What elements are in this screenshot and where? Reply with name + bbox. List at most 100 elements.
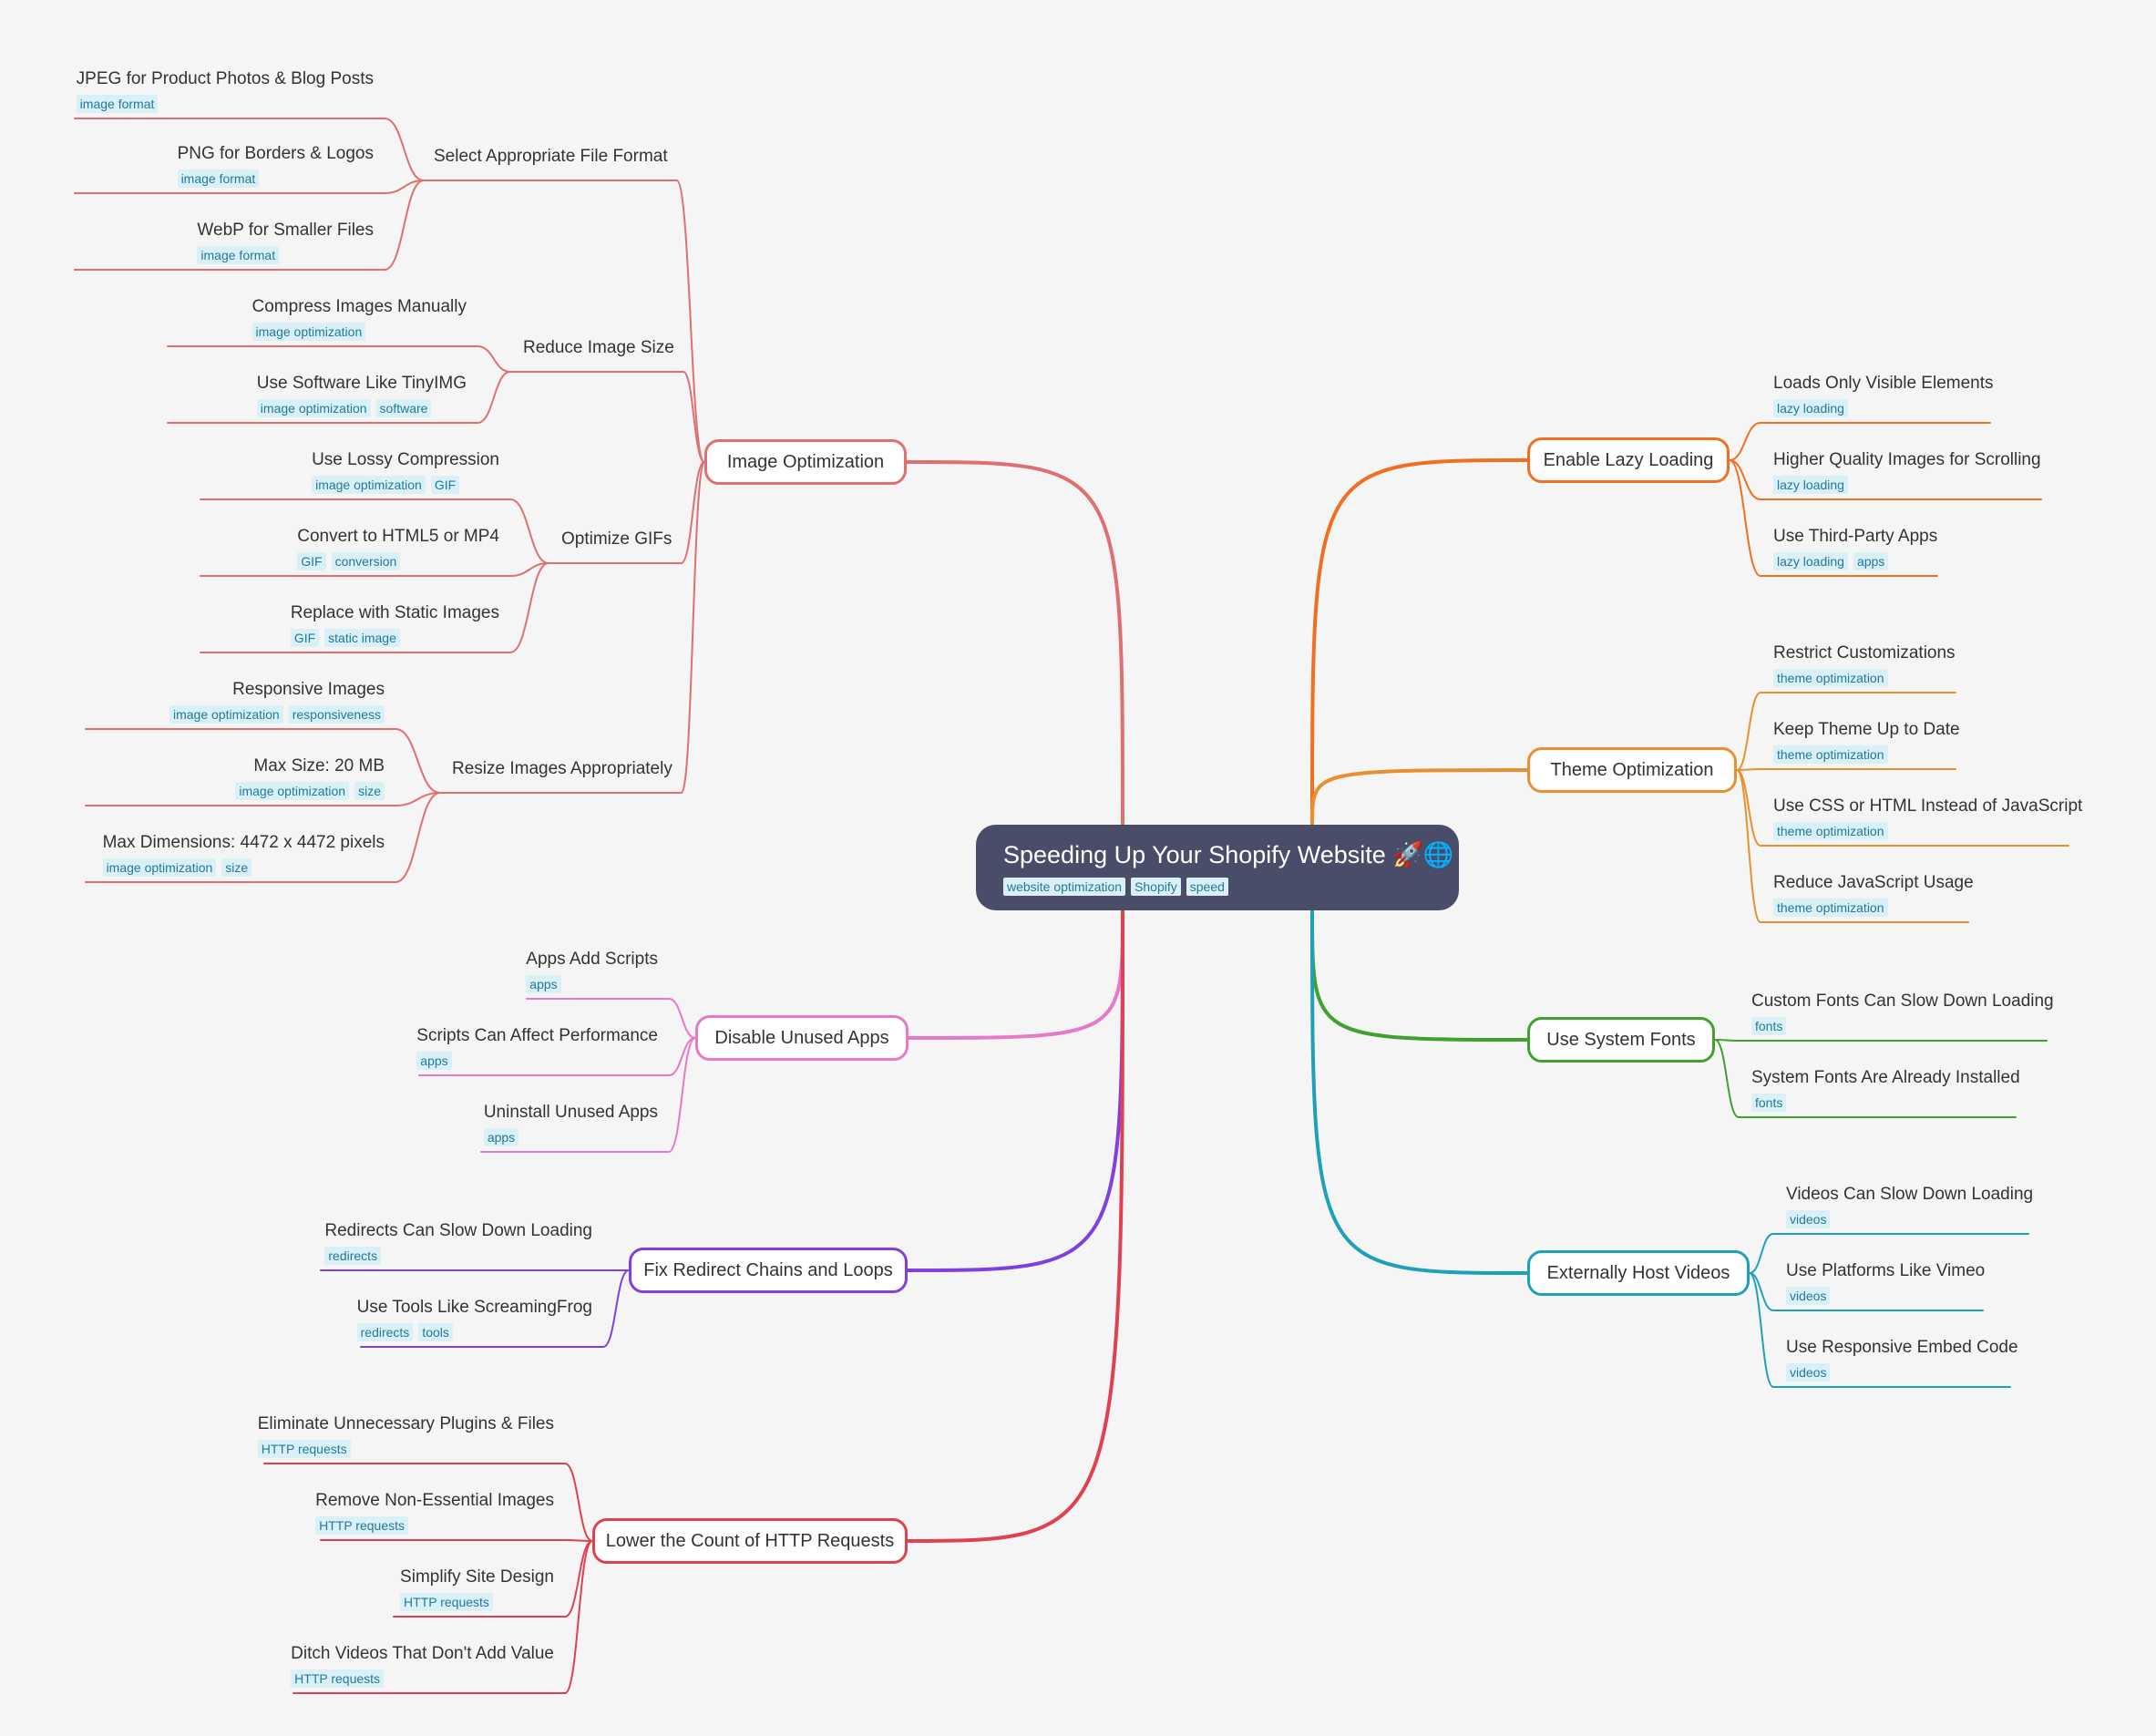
- connector: [395, 728, 441, 794]
- tag-label: conversion: [331, 552, 401, 570]
- leaf-node[interactable]: Videos Can Slow Down Loading videos: [1786, 1183, 2033, 1228]
- branch-videos[interactable]: Externally Host Videos: [1527, 1250, 1750, 1296]
- leaf-label: Custom Fonts Can Slow Down Loading: [1751, 991, 2054, 1011]
- connector: [477, 345, 511, 373]
- leaf-label: Uninstall Unused Apps: [483, 1103, 658, 1122]
- connector: [682, 371, 705, 463]
- leaf-tags: fonts: [1751, 1094, 2020, 1112]
- connector: [1749, 1233, 1774, 1274]
- subtopic-resize[interactable]: Resize Images Appropriately: [452, 759, 672, 778]
- connector: [906, 909, 1124, 1272]
- leaf-label: Remove Non-Essential Images: [315, 1491, 554, 1510]
- connector: [1736, 769, 1761, 847]
- leaf-tags: videos: [1786, 1210, 2033, 1228]
- connector: [509, 562, 549, 577]
- leaf-node[interactable]: Custom Fonts Can Slow Down Loading fonts: [1751, 990, 2054, 1035]
- connector: [1729, 459, 1761, 577]
- tag-label: image optimization: [312, 476, 426, 494]
- leaf-tags: videos: [1786, 1363, 2018, 1382]
- branch-fonts[interactable]: Use System Fonts: [1527, 1017, 1715, 1063]
- connector: [1310, 909, 1529, 1275]
- connector: [564, 1539, 593, 1542]
- connector: [675, 180, 705, 463]
- tag-label: videos: [1786, 1363, 1831, 1382]
- tag-label: redirects: [324, 1247, 382, 1265]
- root-node[interactable]: Speeding Up Your Shopify Website 🚀🌐 webs…: [976, 825, 1459, 910]
- leaf-label: Compress Images Manually: [252, 297, 467, 316]
- leaf-tags: fonts: [1751, 1017, 2054, 1035]
- branch-lazy-loading[interactable]: Enable Lazy Loading: [1527, 437, 1730, 483]
- connector: [1749, 1272, 1774, 1311]
- branch-redirects[interactable]: Fix Redirect Chains and Loops: [629, 1248, 908, 1293]
- leaf-label: JPEG for Product Photos & Blog Posts: [76, 69, 374, 88]
- tag-label: image format: [76, 95, 159, 113]
- branch-http-requests[interactable]: Lower the Count of HTTP Requests: [592, 1518, 908, 1564]
- leaf-tags: lazy loading: [1773, 476, 2041, 494]
- subtopic-file-format[interactable]: Select Appropriate File Format: [434, 147, 668, 166]
- connector: [477, 371, 511, 424]
- tag-label: tools: [418, 1323, 453, 1341]
- leaf-label: Loads Only Visible Elements: [1773, 374, 1994, 393]
- subtopic-reduce-size[interactable]: Reduce Image Size: [523, 338, 674, 357]
- subtopic-gifs[interactable]: Optimize GIFs: [561, 529, 672, 549]
- connector: [1729, 422, 1761, 461]
- branch-disable-apps[interactable]: Disable Unused Apps: [695, 1015, 909, 1061]
- connector: [395, 792, 441, 806]
- leaf-tags: HTTP requests: [291, 1669, 554, 1688]
- connector: [509, 498, 549, 564]
- tag-label: theme optimization: [1773, 822, 1888, 840]
- tag-label: videos: [1786, 1210, 1831, 1228]
- connector: [1729, 459, 1761, 500]
- tag-label: videos: [1786, 1287, 1831, 1305]
- branch-theme[interactable]: Theme Optimization: [1527, 747, 1737, 793]
- leaf-tags: GIF conversion: [297, 552, 499, 570]
- leaf-tags: theme optimization: [1773, 822, 2082, 840]
- leaf-label: Responsive Images: [232, 680, 385, 699]
- branch-image-optimization[interactable]: Image Optimization: [704, 439, 907, 485]
- leaf-tags: image format: [177, 169, 374, 188]
- leaf-node[interactable]: JPEG for Product Photos & Blog Posts imag…: [76, 67, 374, 113]
- leaf-label: Videos Can Slow Down Loading: [1786, 1185, 2034, 1204]
- leaf-tags: image format: [197, 246, 374, 264]
- tag-label: image format: [197, 246, 280, 264]
- tag-label: image format: [177, 169, 260, 188]
- tag-label: HTTP requests: [315, 1516, 408, 1535]
- connector: [564, 1540, 593, 1694]
- tag-label: GIF: [297, 552, 326, 570]
- root-tag: speed: [1186, 878, 1228, 896]
